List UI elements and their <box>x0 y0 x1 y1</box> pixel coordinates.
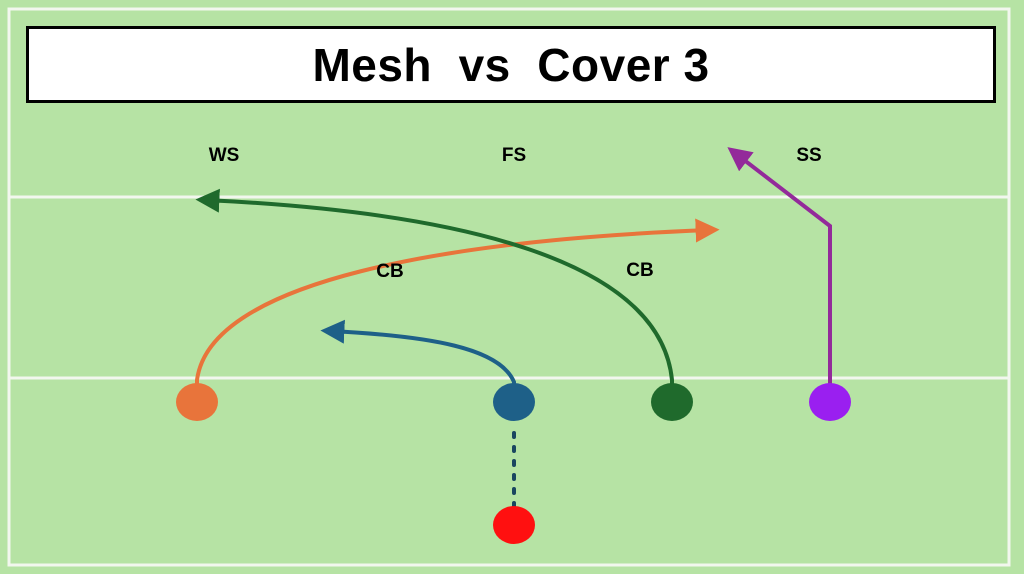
orange-route <box>195 218 720 390</box>
defender-label-ss: SS <box>796 145 822 166</box>
quarterback <box>493 506 535 544</box>
defender-label-cb-left: CB <box>376 261 404 282</box>
diagram-title: Mesh vs Cover 3 <box>312 38 710 91</box>
defender-label-fs: FS <box>501 145 527 166</box>
purple-receiver <box>809 383 851 421</box>
defender-label-ws: WS <box>208 145 240 166</box>
green-route <box>195 188 674 390</box>
blue-route <box>320 319 516 390</box>
purple-route <box>727 147 832 390</box>
green-receiver <box>651 383 693 421</box>
blue-receiver <box>493 383 535 421</box>
title-box: Mesh vs Cover 3 <box>26 26 996 103</box>
orange-receiver <box>176 383 218 421</box>
defender-label-cb-right: CB <box>626 260 654 281</box>
field-border <box>7 7 1011 567</box>
